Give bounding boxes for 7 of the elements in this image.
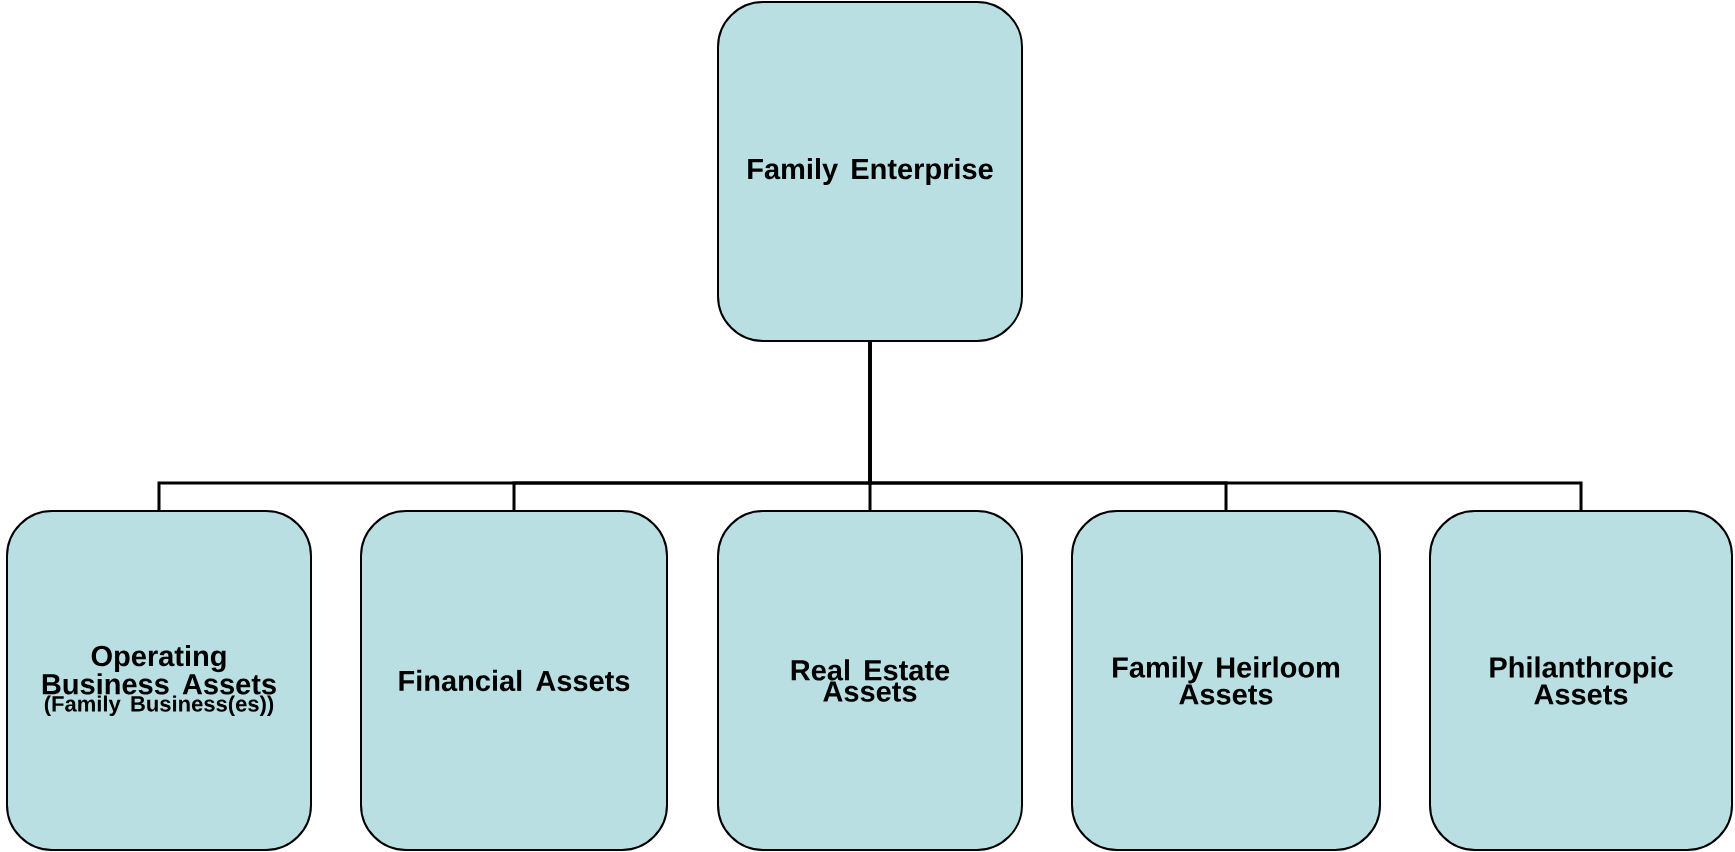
connector-line [868, 342, 1583, 510]
rounded-box: Family Enterprise [717, 1, 1023, 342]
rounded-box: Operating Business Assets (Family Business(es)) [6, 510, 312, 851]
rounded-box: Financial Assets [360, 510, 668, 851]
rounded-box: Family Heirloom Assets [1071, 510, 1381, 851]
rounded-box: Philanthropic Assets [1429, 510, 1733, 851]
rounded-box: Real Estate Assets [717, 510, 1023, 851]
